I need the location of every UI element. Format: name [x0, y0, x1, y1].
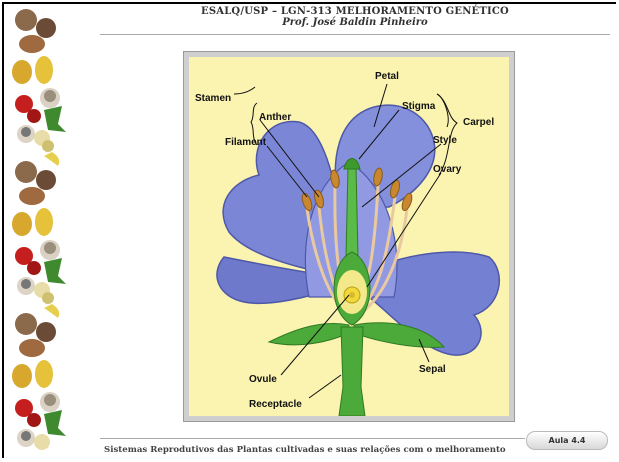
label-ovule: Ovule [249, 374, 277, 385]
label-receptacle: Receptacle [249, 399, 302, 410]
label-anther: Anther [259, 112, 291, 123]
label-style: Style [433, 135, 457, 146]
flower-diagram-background: Petal Stamen Anther Filament Stigma Carp… [189, 57, 509, 416]
lesson-badge: Aula 4.4 [526, 431, 608, 450]
professor-name: Prof. José Baldin Pinheiro [100, 17, 610, 28]
header-divider [100, 34, 610, 35]
slide-header: ESALQ/USP – LGN-313 MELHORAMENTO GENÉTIC… [100, 6, 610, 28]
strip-block-3 [12, 313, 66, 450]
flower-anatomy-diagram: Petal Stamen Anther Filament Stigma Carp… [189, 57, 509, 416]
style [346, 167, 358, 257]
course-title: ESALQ/USP – LGN-313 MELHORAMENTO GENÉTIC… [100, 6, 610, 17]
decorative-portrait-strip [4, 6, 70, 458]
flower-diagram-frame: Petal Stamen Anther Filament Stigma Carp… [183, 51, 515, 422]
label-carpel: Carpel [463, 117, 494, 128]
slide-footer: Sistemas Reprodutivos das Plantas cultiv… [104, 445, 506, 455]
label-stigma: Stigma [402, 101, 436, 112]
strip-block-1 [12, 9, 66, 166]
label-filament: Filament [225, 137, 267, 148]
label-sepal: Sepal [419, 364, 446, 375]
footer-divider [100, 438, 525, 439]
label-ovary: Ovary [433, 164, 462, 175]
stem [339, 327, 365, 416]
label-stamen: Stamen [195, 93, 231, 104]
strip-block-2 [12, 161, 66, 318]
label-petal: Petal [375, 71, 399, 82]
